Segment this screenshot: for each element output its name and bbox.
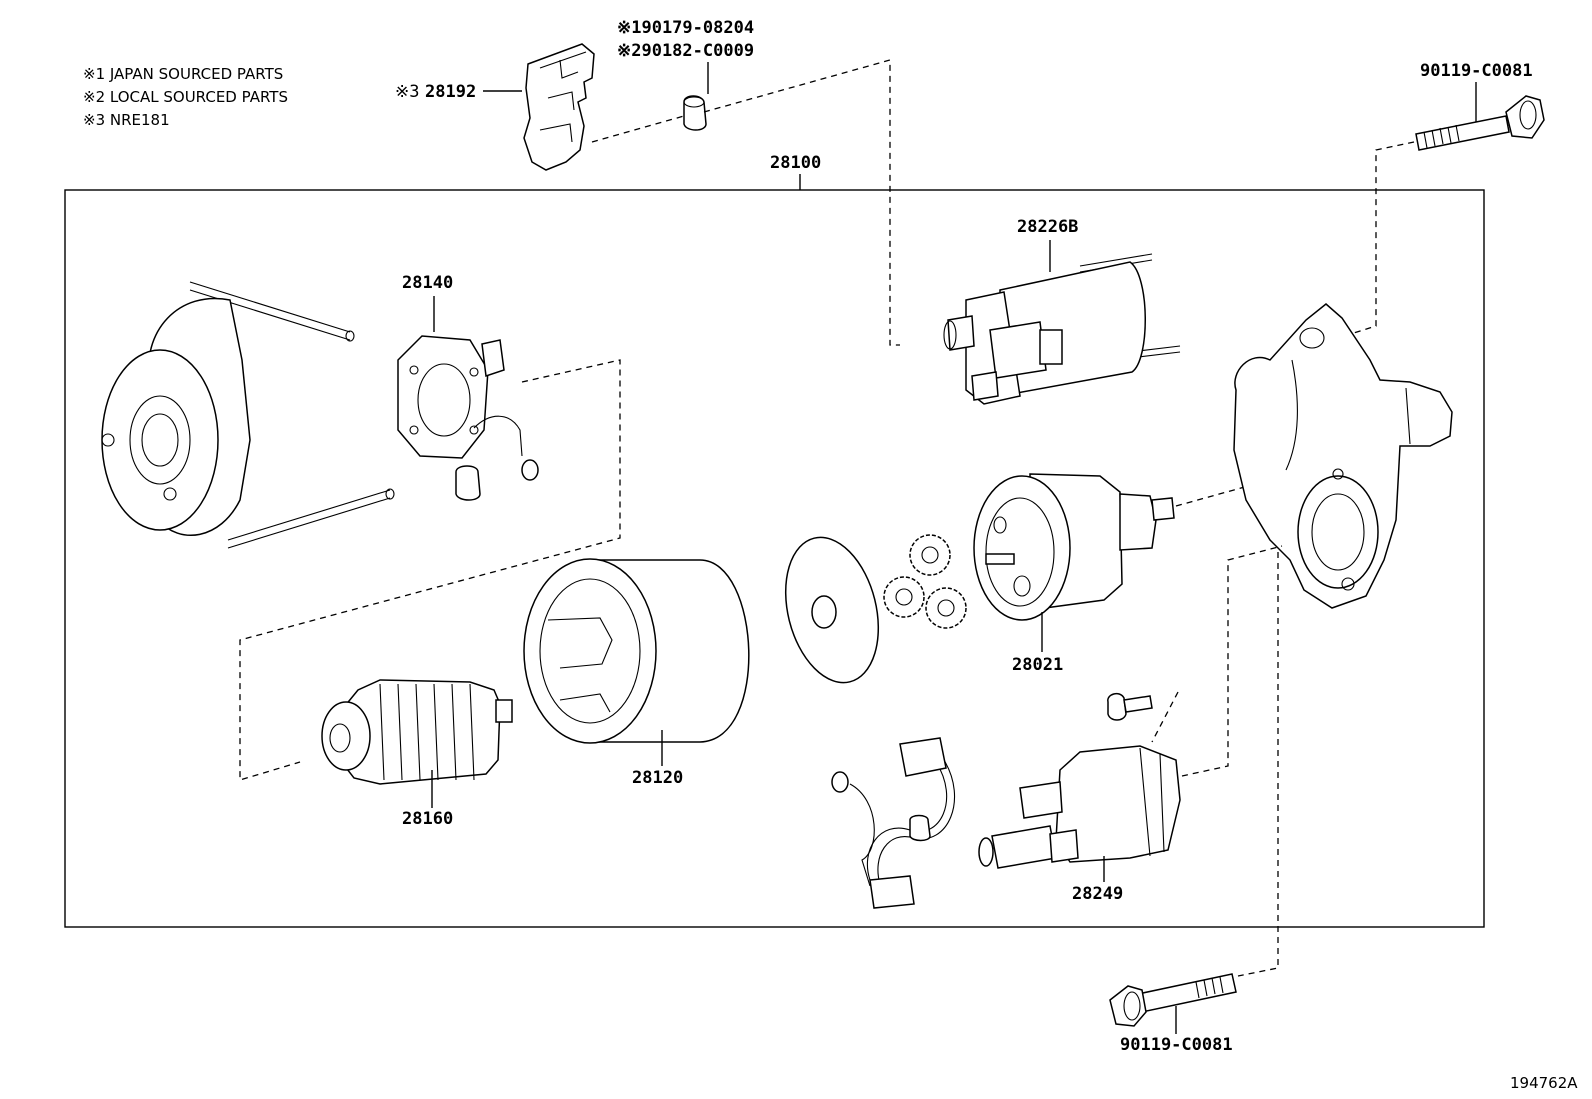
rear-housing xyxy=(101,281,395,549)
bolt-bottom-icon xyxy=(1109,973,1237,1027)
dash-28249 xyxy=(1181,545,1283,977)
gear-plate xyxy=(784,536,880,684)
part-label-bolt-top[interactable]: 90119-C0081 xyxy=(1420,61,1533,81)
bolt-top-icon xyxy=(1415,95,1545,151)
planetary-gears xyxy=(883,534,967,629)
boot-290182 xyxy=(683,95,707,131)
part-label-28226b[interactable]: 28226B xyxy=(1017,217,1078,237)
part-label-28249[interactable]: 28249 xyxy=(1072,884,1123,904)
part-label-28192[interactable]: 28192 xyxy=(425,82,476,102)
part-label-290182[interactable]: ※290182-C0009 xyxy=(617,41,754,61)
wiring-harness xyxy=(831,737,955,909)
yoke-28120 xyxy=(523,558,750,744)
note-2: ※2 LOCAL SOURCED PARTS xyxy=(83,88,288,106)
note-1: ※1 JAPAN SOURCED PARTS xyxy=(83,65,283,83)
part-mark-28192: ※3 xyxy=(395,82,419,102)
notes-legend: ※1 JAPAN SOURCED PARTS ※2 LOCAL SOURCED … xyxy=(83,65,288,129)
brush-holder-28140 xyxy=(397,335,539,501)
note-3: ※3 NRE181 xyxy=(83,111,170,129)
part-label-28021[interactable]: 28021 xyxy=(1012,655,1063,675)
front-housing xyxy=(1233,303,1453,609)
dash-bolt-top xyxy=(1337,141,1415,339)
part-label-28120[interactable]: 28120 xyxy=(632,768,683,788)
cover-28192 xyxy=(523,43,595,171)
solenoid-28226b xyxy=(943,253,1181,405)
part-label-190179[interactable]: ※190179-08204 xyxy=(617,18,754,38)
figure-id: 194762A xyxy=(1510,1074,1578,1092)
dash-screw xyxy=(1151,691,1179,743)
part-label-28140[interactable]: 28140 xyxy=(402,273,453,293)
armature-28160 xyxy=(321,679,513,785)
solenoid-28249 xyxy=(978,745,1181,869)
screw-icon xyxy=(1107,692,1153,721)
part-label-28100[interactable]: 28100 xyxy=(770,153,821,173)
part-label-bolt-bottom[interactable]: 90119-C0081 xyxy=(1120,1035,1233,1055)
dash-boot xyxy=(591,59,900,346)
dash-28140 xyxy=(239,359,621,781)
clutch-28021 xyxy=(973,473,1175,621)
part-label-28160[interactable]: 28160 xyxy=(402,809,453,829)
assembly-frame xyxy=(64,189,1485,928)
